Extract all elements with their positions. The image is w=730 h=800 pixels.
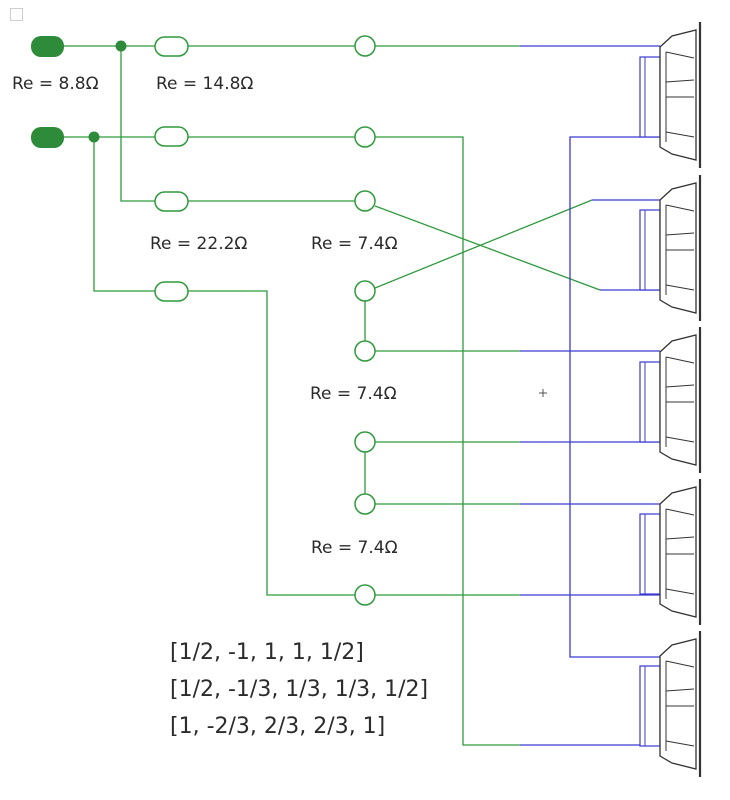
green-wires bbox=[63, 45, 660, 746]
terminal-icon bbox=[31, 36, 64, 57]
label-re-22-2: Re = 22.2Ω bbox=[150, 234, 248, 254]
resistor-icon bbox=[154, 191, 189, 212]
crosshair-icon bbox=[539, 389, 547, 397]
node-dot-icon bbox=[115, 40, 127, 52]
connector-circle-icon bbox=[354, 280, 376, 302]
connector-circle-icon bbox=[354, 190, 376, 212]
coefficient-row-3: [1, -2/3, 2/3, 2/3, 1] bbox=[170, 714, 386, 739]
coefficient-row-2: [1/2, -1/3, 1/3, 1/3, 1/2] bbox=[170, 677, 429, 702]
speaker-icon bbox=[638, 629, 702, 779]
connector-circle-icon bbox=[354, 126, 376, 148]
resistor-icon bbox=[154, 281, 189, 302]
blue-leads bbox=[520, 45, 660, 746]
connector-circle-icon bbox=[354, 584, 376, 606]
label-re-14-8: Re = 14.8Ω bbox=[156, 74, 254, 94]
corner-checkbox-icon bbox=[10, 8, 23, 21]
connector-circle-icon bbox=[354, 431, 376, 453]
coefficient-row-1: [1/2, -1, 1, 1, 1/2] bbox=[170, 640, 364, 665]
connector-circle-icon bbox=[354, 35, 376, 57]
label-re-7-4-middle: Re = 7.4Ω bbox=[310, 384, 397, 404]
input-terminals bbox=[31, 36, 127, 148]
connector-circle-icon bbox=[354, 493, 376, 515]
label-re-8-8: Re = 8.8Ω bbox=[12, 74, 99, 94]
speaker-icon bbox=[638, 477, 702, 627]
speaker-icon bbox=[638, 173, 702, 323]
label-re-7-4-bottom: Re = 7.4Ω bbox=[311, 538, 398, 558]
speaker-icon bbox=[638, 325, 702, 475]
label-re-7-4-top: Re = 7.4Ω bbox=[311, 234, 398, 254]
resistors bbox=[154, 36, 189, 302]
speakers bbox=[638, 20, 702, 779]
terminal-icon bbox=[31, 127, 64, 148]
node-dot-icon bbox=[88, 131, 100, 143]
resistor-icon bbox=[154, 126, 189, 147]
connector-circle-icon bbox=[354, 340, 376, 362]
resistor-icon bbox=[154, 36, 189, 57]
speaker-icon bbox=[638, 20, 702, 170]
connector-circles bbox=[354, 35, 376, 606]
